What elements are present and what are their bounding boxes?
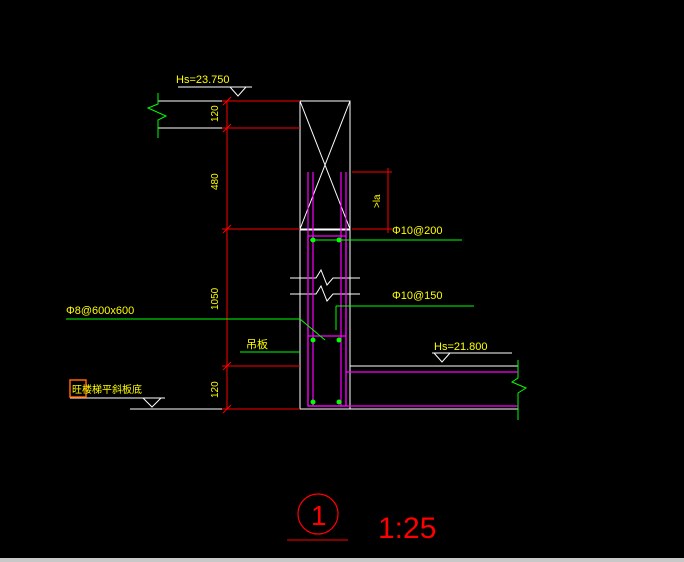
- scale-label: 1:25: [378, 512, 436, 545]
- right-slab-break: [510, 360, 528, 420]
- dim-120-top: 120: [210, 105, 221, 122]
- rebar-mid-label: Φ10@150: [392, 290, 443, 302]
- rebar-left-label: Φ8@600x600: [66, 305, 134, 317]
- detail-circle: [297, 493, 339, 535]
- floor-note-label: 旺楼梯平斜板底: [72, 383, 142, 396]
- bottom-strip: [0, 558, 684, 562]
- leader-lines: [66, 239, 474, 353]
- right-slab: [350, 365, 518, 410]
- floor-note-box: [69, 379, 87, 398]
- dimension-chain: [222, 96, 392, 414]
- rebar-top-label: Φ10@200: [392, 225, 443, 237]
- elevation-markers: [70, 86, 512, 408]
- dim-120-bottom: 120: [210, 381, 221, 398]
- elevation-top-label: Hs=23.750: [176, 74, 230, 86]
- beam-outline: [299, 100, 351, 410]
- hanger-label: 吊板: [246, 337, 268, 351]
- rebar-bars: [310, 237, 342, 405]
- beam-break-marks: [290, 268, 360, 302]
- dim-1050: 1050: [210, 287, 221, 310]
- detail-number: 1: [311, 500, 327, 531]
- rebar-cage: [307, 172, 518, 407]
- dim-480: 480: [210, 173, 221, 190]
- lap-length-label: >la: [372, 194, 383, 208]
- elevation-right-label: Hs=21.800: [434, 341, 488, 353]
